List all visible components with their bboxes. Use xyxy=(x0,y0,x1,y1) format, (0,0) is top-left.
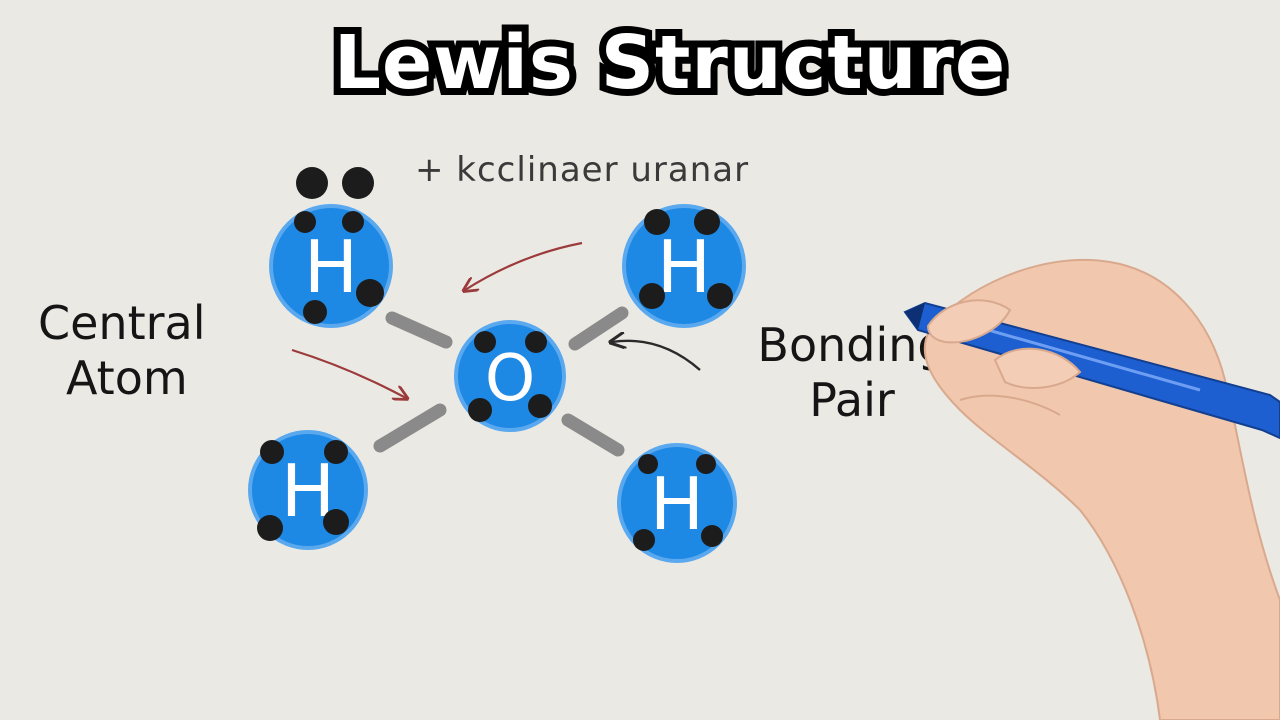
electron-dot xyxy=(324,440,348,464)
electron-dot xyxy=(696,454,716,474)
bond-top-left xyxy=(385,311,453,349)
atom-symbol-h: H xyxy=(657,225,711,309)
bonding-pair-label: Bonding Pair xyxy=(722,318,982,428)
electron-dot xyxy=(525,331,547,353)
lone-pair-electron xyxy=(342,167,374,199)
central-atom-label-line2: Atom xyxy=(66,351,188,406)
bond-bottom-left xyxy=(373,403,447,453)
hydrogen-atom-bottom-right: H xyxy=(617,443,737,563)
electron-dot xyxy=(639,283,665,309)
bond-bottom-right xyxy=(561,413,625,457)
arrow-central-atom xyxy=(291,348,406,398)
lone-pair-electron xyxy=(296,167,328,199)
bond-lines xyxy=(373,306,629,457)
atom-symbol-o: O xyxy=(485,342,535,416)
central-atom-label-line1: Central xyxy=(38,296,206,350)
electron-dot xyxy=(356,279,384,307)
electron-dot xyxy=(633,529,655,551)
central-atom-label: Central Atom xyxy=(38,296,278,406)
hand-with-marker-illustration xyxy=(903,258,1280,720)
slide-title: Lewis Structure xyxy=(327,13,1012,113)
hydrogen-atom-bottom-left: H xyxy=(248,430,368,550)
electron-dot xyxy=(257,515,283,541)
hydrogen-atom-top-right: H xyxy=(622,204,746,328)
electron-dot xyxy=(694,209,720,235)
arrow-to-center-from-subtitle xyxy=(465,241,583,290)
atom-symbol-h: H xyxy=(650,462,704,546)
electron-dot xyxy=(260,440,284,464)
electron-dot xyxy=(294,211,316,233)
electron-dot xyxy=(701,525,723,547)
electron-dot xyxy=(638,454,658,474)
electron-dot xyxy=(474,331,496,353)
oxygen-atom-center: O xyxy=(454,320,566,432)
electron-dot xyxy=(707,283,733,309)
bond-top-right xyxy=(568,306,629,351)
arrow-bonding-pair xyxy=(612,341,701,371)
atom-symbol-h: H xyxy=(304,225,358,309)
electron-dot xyxy=(644,209,670,235)
electron-dot xyxy=(468,398,492,422)
electron-dot xyxy=(303,300,327,324)
subtitle-note: + kcclinaer uranar xyxy=(415,150,750,190)
hydrogen-atom-top-left: H xyxy=(269,204,393,328)
electron-dot xyxy=(342,211,364,233)
electron-dot xyxy=(323,509,349,535)
bonding-pair-label-line2: Pair xyxy=(809,373,895,428)
electron-dot xyxy=(528,394,552,418)
